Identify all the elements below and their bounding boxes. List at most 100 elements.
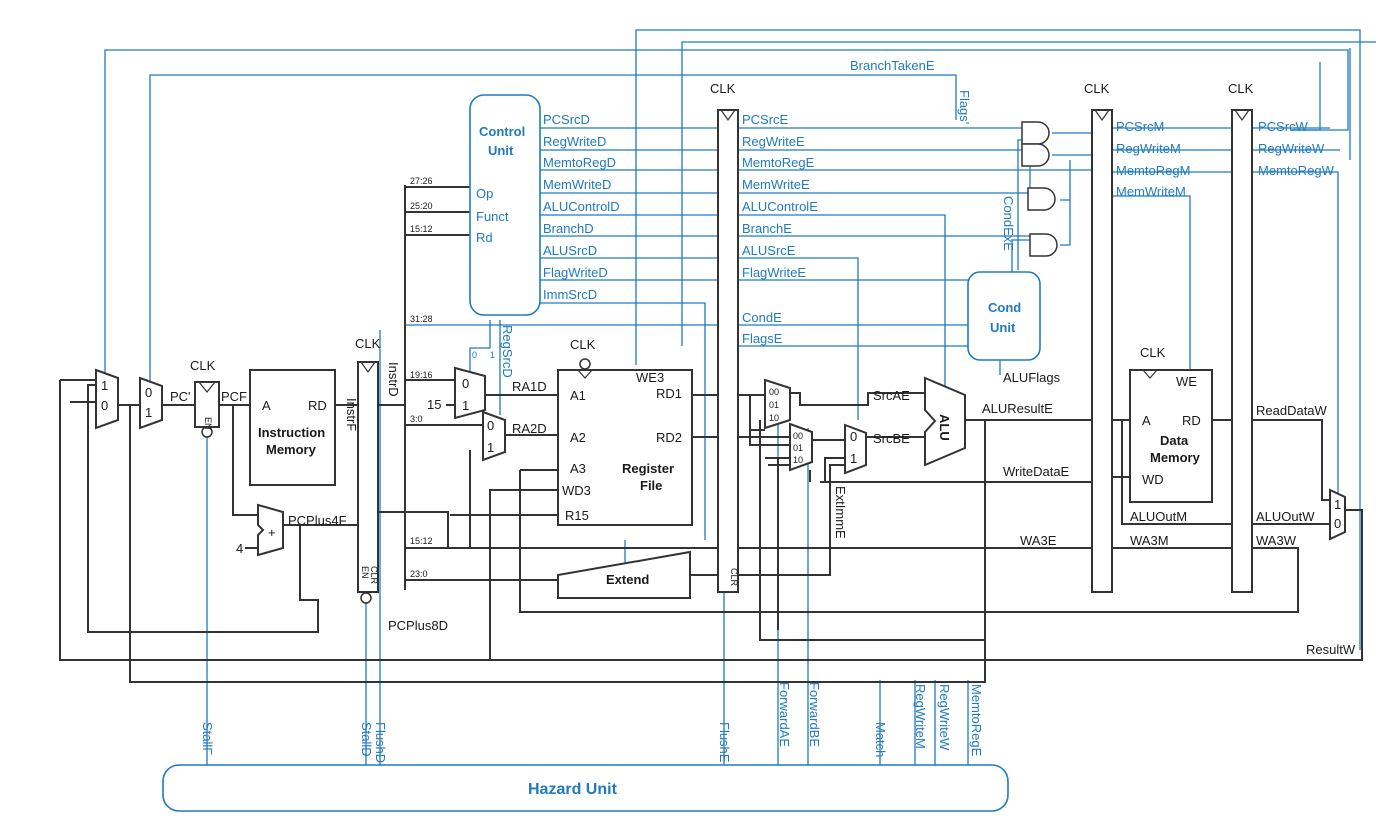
instr-field: 23:0 (410, 569, 428, 579)
branch-mux (139, 376, 163, 430)
register-file (557, 369, 693, 526)
dmem-port-a: A (1142, 413, 1151, 428)
mux-label: 00 (769, 387, 779, 397)
clk-label: CLK (190, 358, 216, 373)
extend-title: Extend (606, 572, 649, 587)
dmem-port-we: WE (1176, 374, 1197, 389)
label-aluoutm: ALUOutM (1130, 509, 1187, 524)
label-resultw: ResultW (1306, 642, 1356, 657)
mux-label: 1 (462, 398, 469, 413)
signal-forwardae: ForwardAE (777, 682, 792, 747)
label-wa3e: WA3E (1020, 533, 1057, 548)
label-wa3m: WA3M (1130, 533, 1169, 548)
mux-label: 0 (850, 429, 857, 444)
signal-memtorege-hz: MemtoRegE (969, 684, 984, 757)
label-writedatae: WriteDataE (1003, 464, 1070, 479)
control-wires (104, 29, 1376, 765)
datapath-wires (59, 185, 1363, 683)
imem-port-a: A (262, 398, 271, 413)
control-unit (469, 94, 541, 316)
signal-memtoregd: MemtoRegD (543, 155, 616, 170)
decode-execute-register (717, 109, 739, 593)
en-label: EN (360, 566, 370, 579)
regfile-port-rd1: RD1 (656, 386, 682, 401)
alu-title: ALU (937, 414, 952, 441)
ra1-mux (454, 366, 486, 420)
and-gate (1021, 143, 1050, 167)
signal-stalld: StallD (359, 722, 374, 757)
imem-port-rd: RD (308, 398, 327, 413)
label-srcae: SrcAE (873, 388, 910, 403)
dmem-title: Memory (1150, 450, 1201, 465)
label-ra2d: RA2D (512, 421, 547, 436)
label-pc-prime: PC' (170, 389, 191, 404)
mux-label: 0 (1334, 516, 1341, 531)
mux-label: 1 (487, 440, 494, 455)
imem-title: Memory (266, 442, 317, 457)
signal-alucontrold: ALUControlD (543, 199, 620, 214)
mux-label: 1 (145, 405, 152, 420)
const-4: 4 (236, 541, 243, 556)
alu (924, 376, 966, 467)
and-gate (1021, 121, 1050, 145)
instr-field: 27:26 (410, 176, 433, 186)
label-srcbe: SrcBE (873, 431, 910, 446)
forward-a-mux (764, 378, 791, 430)
signal-immsrcd: ImmSrcD (543, 287, 597, 302)
mux-label: 10 (793, 455, 803, 465)
fetch-decode-register (357, 361, 379, 593)
label-branchtakene: BranchTakenE (850, 58, 935, 73)
pc-plus4-adder (257, 503, 284, 557)
control-unit-title: Control (479, 124, 525, 139)
signal-regwritem: RegWriteM (1116, 141, 1181, 156)
regfile-title: Register (622, 461, 674, 476)
memory-writeback-register (1231, 109, 1253, 593)
label-ra1d: RA1D (512, 379, 547, 394)
data-memory (1129, 369, 1213, 503)
instruction-memory (249, 369, 336, 486)
signal-match: Match (873, 722, 888, 757)
regfile-port-a1: A1 (570, 388, 586, 403)
label-aluflags: ALUFlags (1003, 370, 1061, 385)
instr-field: 25:20 (410, 201, 433, 211)
clk-label: CLK (355, 336, 381, 351)
label-aluoutw: ALUOutW (1256, 509, 1315, 524)
regfile-port-wd3: WD3 (562, 483, 591, 498)
regfile-port-a2: A2 (570, 430, 586, 445)
signal-memtorege: MemtoRegE (742, 155, 815, 170)
hazard-unit-title: Hazard Unit (528, 781, 618, 798)
mux-label: 10 (769, 413, 779, 423)
instr-field: 31:28 (410, 314, 433, 324)
label-instrf: InstrF (344, 398, 359, 431)
label-readdataw: ReadDataW (1256, 403, 1328, 418)
pc-register (194, 381, 220, 428)
signal-regwritem-hz: RegWriteM (913, 684, 928, 749)
extend-unit (557, 550, 691, 599)
mux-label: 00 (793, 431, 803, 441)
signal-flushd: FlushD (373, 722, 388, 763)
const-15: 15 (427, 397, 441, 412)
signal-memtoregw: MemtoRegW (1258, 163, 1335, 178)
signal-flagwrited: FlagWriteD (543, 265, 608, 280)
mux-label: 0 (487, 418, 494, 433)
label-wa3w: WA3W (1256, 533, 1297, 548)
src-b-mux (844, 423, 867, 475)
label-pcplus4f: PCPlus4F (288, 513, 347, 528)
mux-label: 0 (145, 385, 152, 400)
dmem-port-rd: RD (1182, 413, 1201, 428)
label-pcf: PCF (221, 389, 247, 404)
cond-unit-title: Cond (988, 300, 1021, 315)
regfile-port-a3: A3 (570, 461, 586, 476)
ra2-mux (482, 410, 506, 462)
control-input-op: Op (476, 186, 493, 201)
cond-unit-title: Unit (990, 320, 1016, 335)
pc-src-mux (95, 368, 119, 430)
signal-memwritem: MemWriteM (1116, 184, 1186, 199)
signal-alusrce: ALUSrcE (742, 243, 796, 258)
clk-label: CLK (1140, 345, 1166, 360)
signal-alucontrole: ALUControlE (742, 199, 818, 214)
control-input-rd: Rd (476, 230, 493, 245)
mux-label: 1 (850, 451, 857, 466)
instr-field: 3:0 (410, 414, 423, 424)
instr-field: 19:16 (410, 370, 433, 380)
